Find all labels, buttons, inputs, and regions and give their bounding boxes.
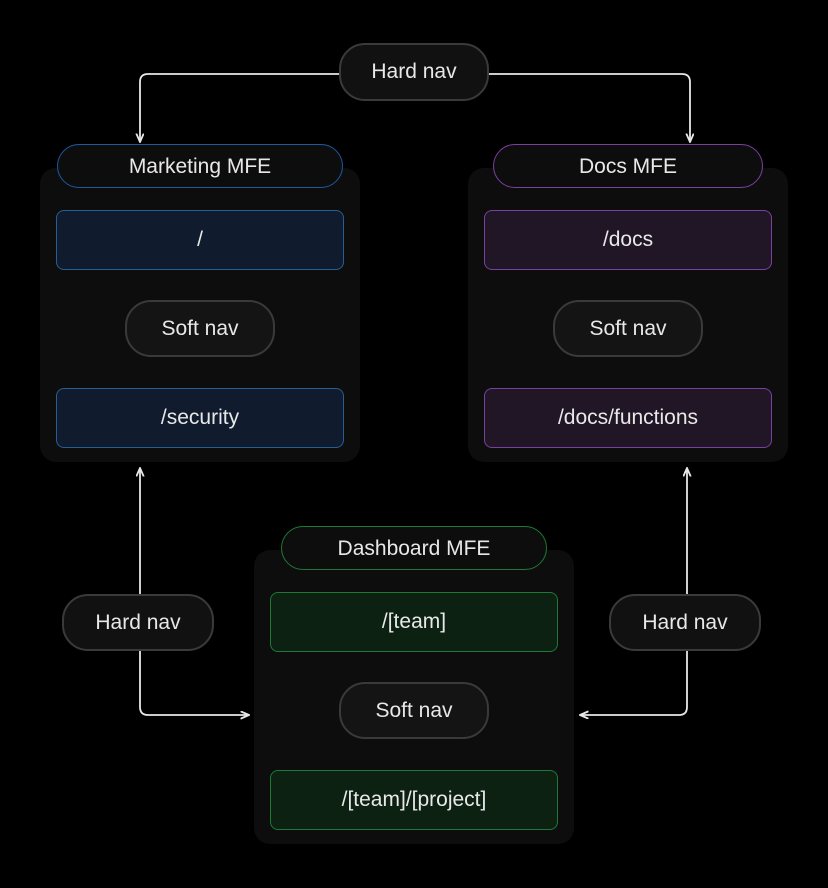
soft-nav-pill-marketing[interactable]: Soft nav — [125, 300, 275, 357]
route-docs-root-label: /docs — [602, 228, 654, 251]
mfe-marketing[interactable]: Marketing MFE / Soft nav /security — [40, 144, 360, 462]
hard-nav-pill-left-label: Hard nav — [95, 610, 181, 634]
route-dashboard-team-project-label: /[team]/[project] — [341, 788, 487, 811]
soft-nav-pill-marketing-label: Soft nav — [161, 316, 239, 340]
edge-hard-top-to-marketing — [140, 73, 340, 143]
hard-nav-pill-right[interactable]: Hard nav — [609, 594, 761, 651]
soft-nav-pill-docs[interactable]: Soft nav — [553, 300, 703, 357]
edge-hard-right-to-dashboard — [579, 650, 688, 715]
route-docs-root[interactable]: /docs — [484, 210, 772, 270]
mfe-docs[interactable]: Docs MFE /docs Soft nav /docs/functions — [468, 144, 788, 462]
route-dashboard-team[interactable]: /[team] — [270, 592, 558, 652]
route-docs-functions[interactable]: /docs/functions — [484, 388, 772, 448]
edge-hard-left-to-dashboard — [139, 650, 250, 715]
mfe-dashboard[interactable]: Dashboard MFE /[team] Soft nav /[team]/[… — [254, 526, 574, 844]
soft-nav-pill-docs-label: Soft nav — [589, 316, 667, 340]
route-dashboard-team-project[interactable]: /[team]/[project] — [270, 770, 558, 830]
hard-nav-pill-top-label: Hard nav — [371, 60, 457, 83]
route-marketing-security-label: /security — [160, 406, 240, 429]
mfe-marketing-title-label: Marketing MFE — [128, 155, 272, 178]
mfe-dashboard-title-label: Dashboard MFE — [337, 537, 491, 560]
route-marketing-security[interactable]: /security — [56, 388, 344, 448]
edge-hard-top-to-docs — [488, 73, 690, 143]
mfe-docs-title: Docs MFE — [493, 144, 763, 188]
hard-nav-pill-right-label: Hard nav — [642, 610, 728, 634]
hard-nav-pill-left[interactable]: Hard nav — [62, 594, 214, 651]
soft-nav-pill-dashboard-label: Soft nav — [375, 698, 453, 722]
hard-nav-pill-top[interactable]: Hard nav — [339, 43, 489, 101]
mfe-dashboard-title: Dashboard MFE — [281, 526, 547, 570]
route-docs-functions-label: /docs/functions — [557, 406, 699, 429]
route-marketing-root[interactable]: / — [56, 210, 344, 270]
soft-nav-pill-dashboard[interactable]: Soft nav — [339, 682, 489, 739]
route-dashboard-team-label: /[team] — [381, 610, 447, 633]
mfe-docs-title-label: Docs MFE — [578, 155, 677, 178]
mfe-marketing-title: Marketing MFE — [57, 144, 343, 188]
route-marketing-root-label: / — [197, 228, 203, 251]
